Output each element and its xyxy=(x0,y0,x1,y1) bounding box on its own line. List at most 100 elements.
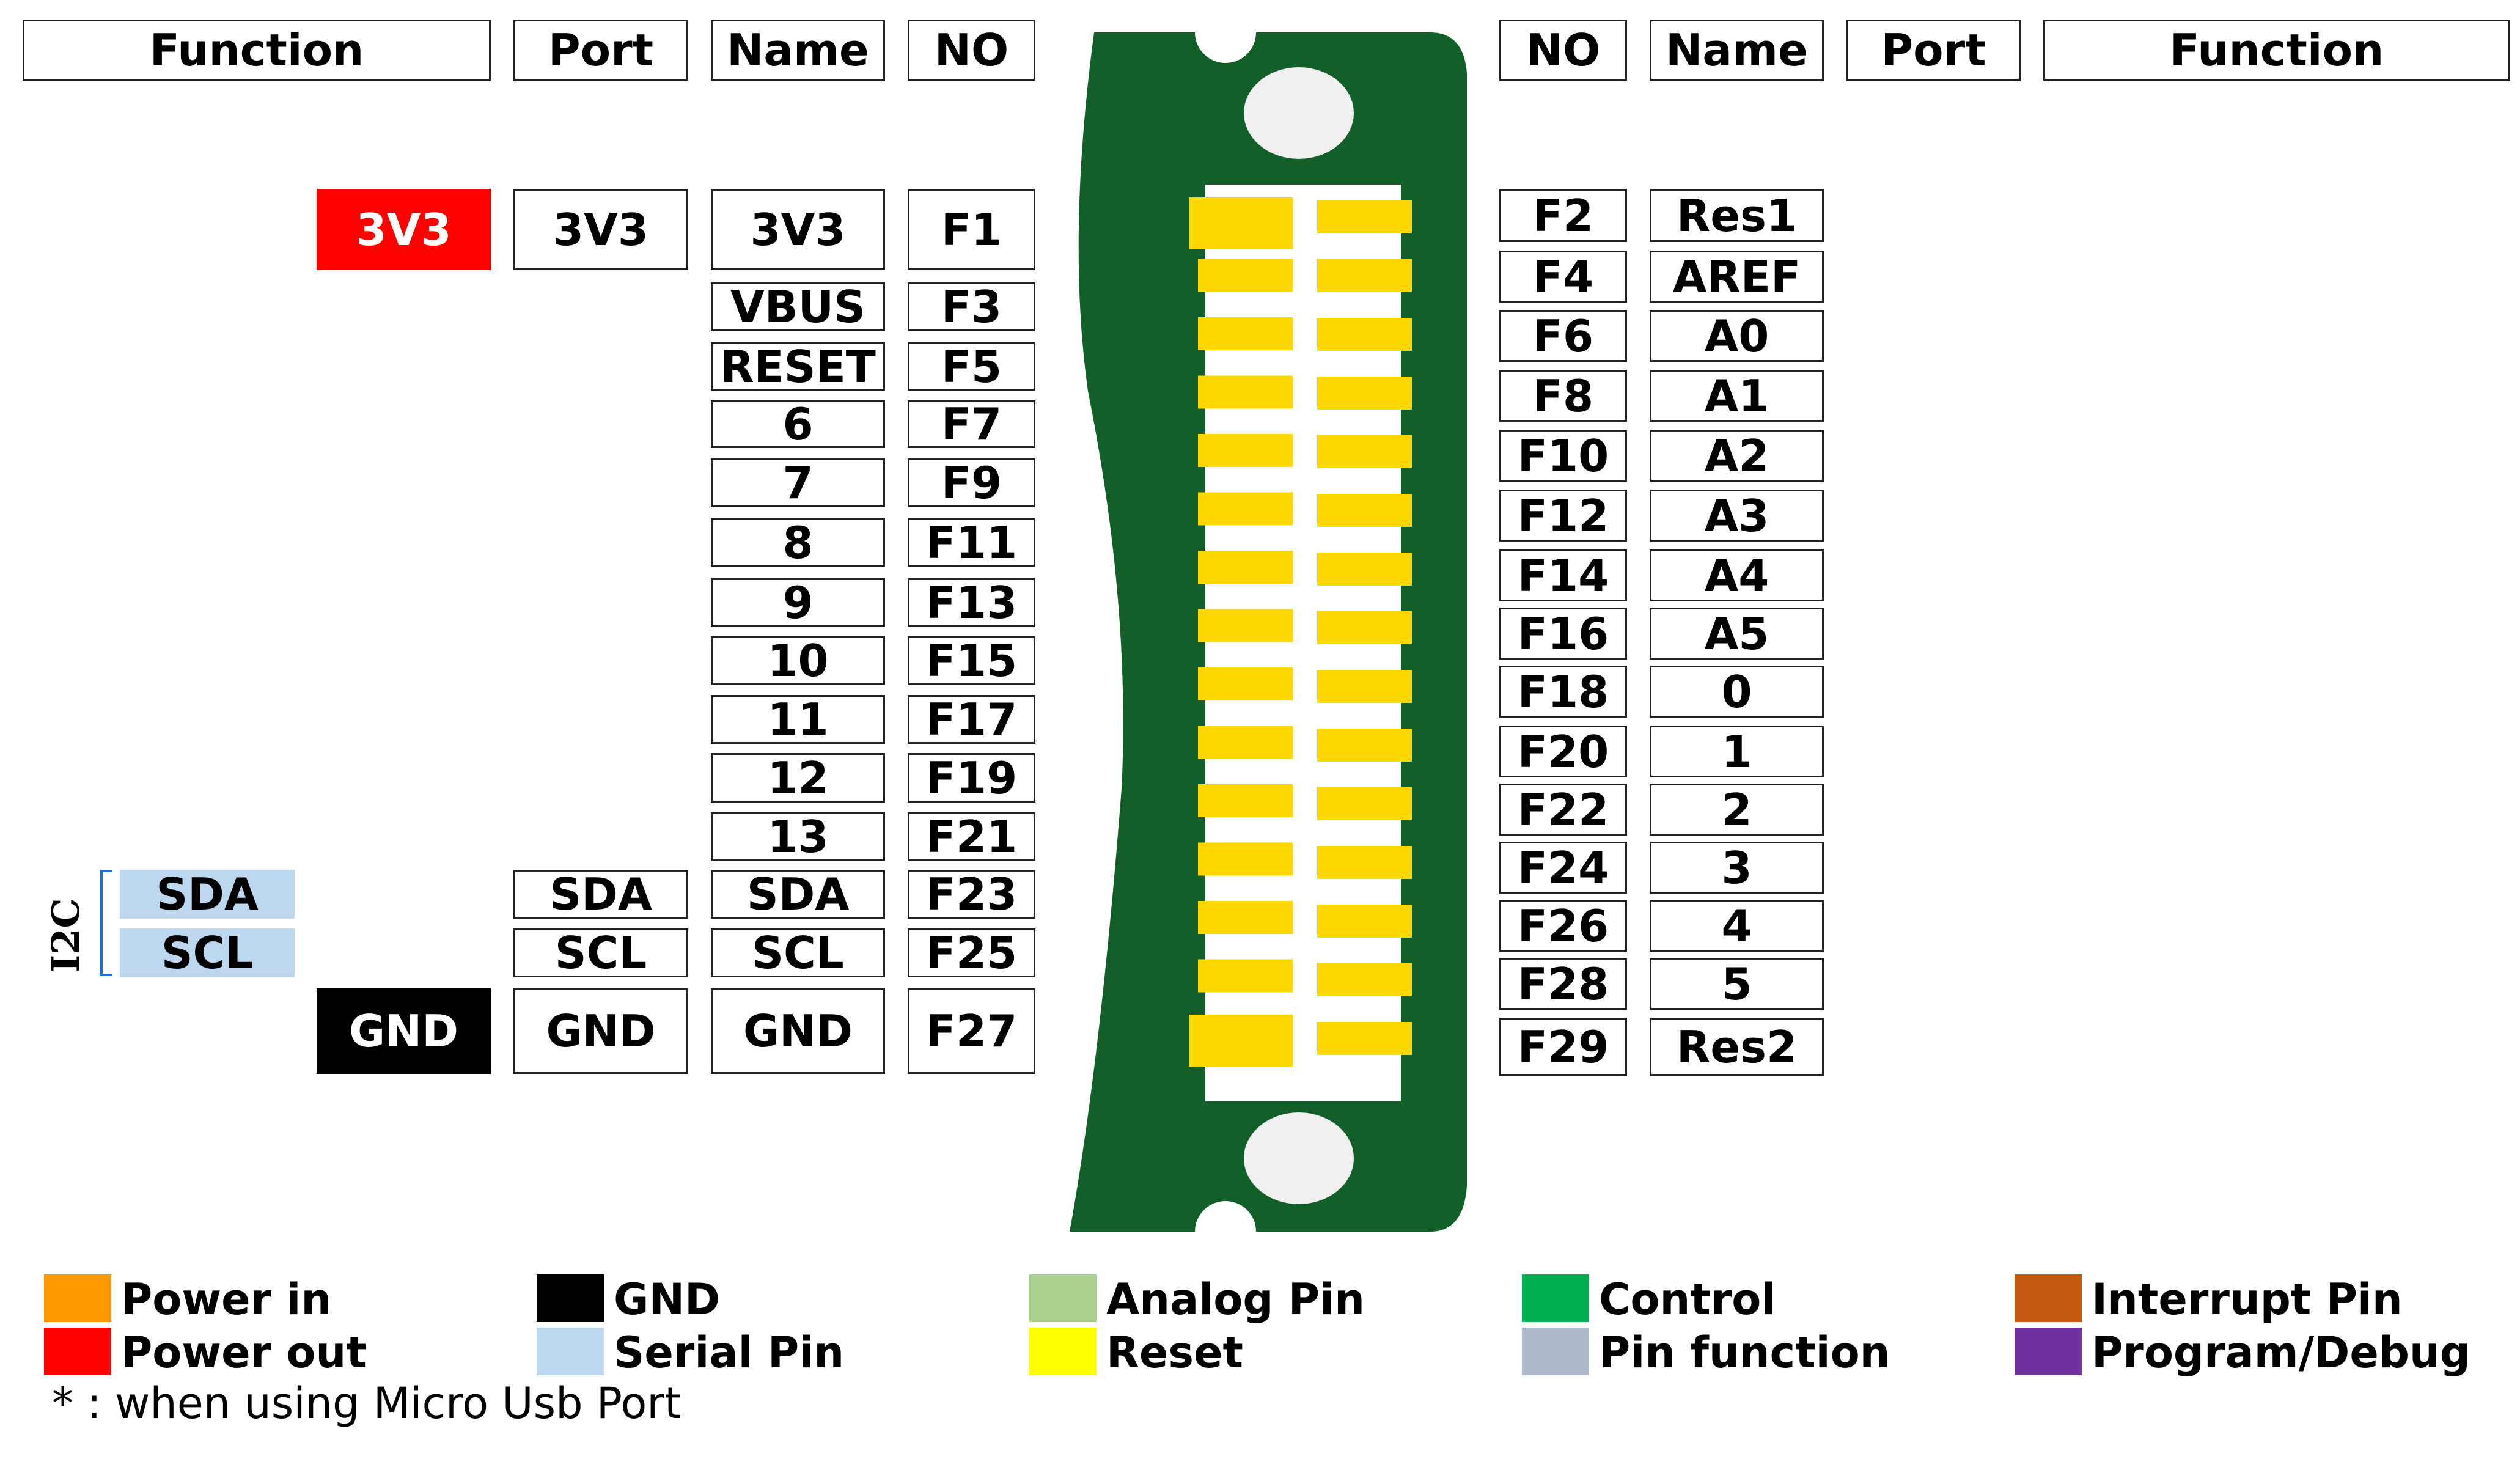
function-cell-sda: SDA xyxy=(120,870,295,919)
right-name-cell: 3 xyxy=(1650,842,1824,894)
right-name-cell: Res2 xyxy=(1650,1018,1824,1076)
connector-pad-right xyxy=(1317,670,1412,703)
right-name-cell: A0 xyxy=(1650,310,1824,362)
right-name-cell: A3 xyxy=(1650,490,1824,542)
connector-pad-right xyxy=(1317,1022,1412,1055)
i2c-bracket xyxy=(100,870,112,976)
left-no-cell: F9 xyxy=(908,458,1035,507)
legend-label: GND xyxy=(614,1274,721,1325)
right-name-cell: A4 xyxy=(1650,549,1824,601)
right-header-port: Port xyxy=(1846,20,2021,81)
legend-label: Reset xyxy=(1106,1328,1243,1378)
right-no-cell: F14 xyxy=(1499,549,1627,601)
right-no-cell: F29 xyxy=(1499,1018,1627,1076)
right-no-cell: F16 xyxy=(1499,608,1627,660)
mounting-hole-top xyxy=(1244,67,1354,159)
right-header-name: Name xyxy=(1650,20,1824,81)
connector-pad-right xyxy=(1317,435,1412,468)
right-no-cell: F22 xyxy=(1499,784,1627,836)
left-no-cell: F17 xyxy=(908,695,1035,744)
right-no-cell: F12 xyxy=(1499,490,1627,542)
legend-swatch xyxy=(1522,1274,1589,1322)
right-name-cell: AREF xyxy=(1650,251,1824,303)
legend-swatch xyxy=(1029,1328,1097,1375)
connector-pad-right xyxy=(1317,611,1412,644)
left-name-cell: VBUS xyxy=(711,282,885,331)
left-name-cell: SCL xyxy=(711,928,885,977)
left-name-cell: 6 xyxy=(711,400,885,448)
legend-label: Interrupt Pin xyxy=(2092,1274,2403,1325)
left-no-cell: F21 xyxy=(908,812,1035,861)
connector-pad-left xyxy=(1198,609,1293,642)
left-header-no: NO xyxy=(908,20,1035,81)
left-no-cell: F1 xyxy=(908,189,1035,270)
legend-label: Power out xyxy=(121,1328,367,1378)
left-no-cell: F5 xyxy=(908,342,1035,391)
legend-label: Analog Pin xyxy=(1106,1274,1365,1325)
footnote: * : when using Micro Usb Port xyxy=(52,1378,681,1428)
legend-swatch xyxy=(537,1328,604,1375)
legend-label: Control xyxy=(1599,1274,1776,1325)
legend-label: Power in xyxy=(121,1274,332,1325)
connector-pad-left xyxy=(1198,551,1293,584)
left-no-cell: F11 xyxy=(908,518,1035,567)
left-name-cell: SDA xyxy=(711,870,885,919)
left-no-cell: F15 xyxy=(908,636,1035,685)
legend-swatch xyxy=(44,1328,111,1375)
pcb-connector-graphic xyxy=(1070,32,1467,1232)
port-cell-scl: SCL xyxy=(513,928,688,977)
connector-pad-right xyxy=(1317,963,1412,996)
port-cell-3v3: 3V3 xyxy=(513,189,688,270)
right-name-cell: 4 xyxy=(1650,900,1824,952)
connector-pad-left xyxy=(1189,1015,1293,1067)
connector-pad-right xyxy=(1317,905,1412,938)
connector-pad-right xyxy=(1317,377,1412,410)
left-no-cell: F7 xyxy=(908,400,1035,448)
legend-swatch xyxy=(2015,1328,2082,1375)
left-no-cell: F13 xyxy=(908,578,1035,627)
right-name-cell: A1 xyxy=(1650,370,1824,422)
right-no-cell: F26 xyxy=(1499,900,1627,952)
left-name-cell: 10 xyxy=(711,636,885,685)
right-name-cell: 2 xyxy=(1650,784,1824,836)
right-header-no: NO xyxy=(1499,20,1627,81)
left-name-cell: GND xyxy=(711,988,885,1074)
port-cell-gnd: GND xyxy=(513,988,688,1074)
right-name-cell: A2 xyxy=(1650,430,1824,482)
left-no-cell: F23 xyxy=(908,870,1035,919)
connector-pad-left xyxy=(1198,317,1293,350)
connector-pad-right xyxy=(1317,259,1412,292)
connector-pad-left xyxy=(1189,197,1293,249)
right-name-cell: 5 xyxy=(1650,958,1824,1010)
right-name-cell: 1 xyxy=(1650,726,1824,777)
right-no-cell: F28 xyxy=(1499,958,1627,1010)
left-name-cell: 11 xyxy=(711,695,885,744)
connector-pad-right xyxy=(1317,200,1412,233)
i2c-group-label: I2C xyxy=(43,898,88,972)
connector-pad-right xyxy=(1317,318,1412,351)
function-cell-gnd: GND xyxy=(317,988,491,1074)
connector-pad-left xyxy=(1198,492,1293,526)
connector-pad-right xyxy=(1317,553,1412,586)
right-no-cell: F8 xyxy=(1499,370,1627,422)
right-no-cell: F2 xyxy=(1499,189,1627,242)
left-name-cell: 9 xyxy=(711,578,885,627)
left-no-cell: F25 xyxy=(908,928,1035,977)
legend-swatch xyxy=(44,1274,111,1322)
left-header-function: Function xyxy=(23,20,491,81)
left-header-port: Port xyxy=(513,20,688,81)
connector-pad-left xyxy=(1198,375,1293,409)
right-no-cell: F6 xyxy=(1499,310,1627,362)
left-name-cell: 3V3 xyxy=(711,189,885,270)
right-name-cell: Res1 xyxy=(1650,189,1824,242)
connector-pad-right xyxy=(1317,494,1412,527)
legend-label: Pin function xyxy=(1599,1328,1890,1378)
connector-pad-left xyxy=(1198,667,1293,700)
legend-swatch xyxy=(2015,1274,2082,1322)
right-no-cell: F4 xyxy=(1499,251,1627,303)
left-name-cell: 12 xyxy=(711,753,885,803)
left-name-cell: 13 xyxy=(711,812,885,861)
legend-swatch xyxy=(1029,1274,1097,1322)
legend-swatch xyxy=(537,1274,604,1322)
function-cell-scl: SCL xyxy=(120,928,295,977)
